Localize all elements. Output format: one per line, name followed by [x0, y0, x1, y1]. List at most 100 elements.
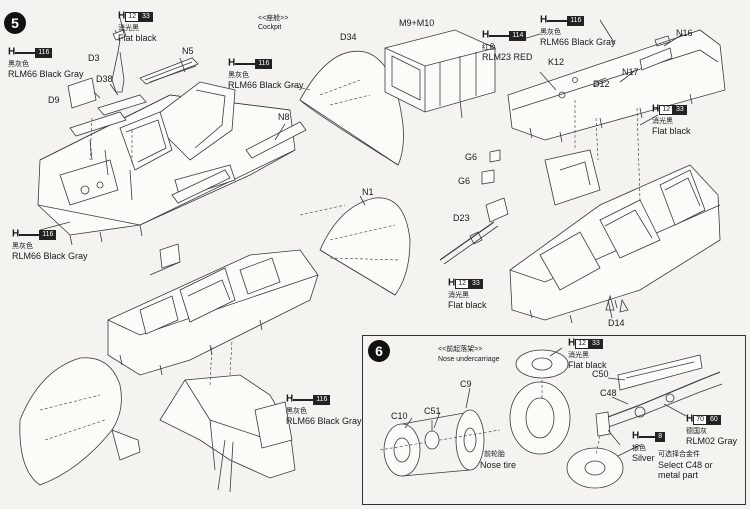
hobby-letter: H — [448, 277, 456, 289]
hobby-letter: H — [652, 103, 660, 115]
color-name-en: Flat black — [448, 299, 487, 310]
hobby-letter: H — [286, 393, 294, 405]
part-label-D9: D9 — [48, 95, 60, 105]
seat-assembly-lower — [159, 339, 296, 493]
part-C50-C48 — [595, 354, 723, 456]
color-name-en: RLM23 RED — [482, 51, 533, 62]
select-note-cn: 可选择合金件 — [658, 451, 700, 458]
nose-tire — [509, 349, 624, 489]
hobby-letter: H — [228, 57, 236, 69]
color-name-cn: 德国灰 — [686, 427, 707, 435]
part-label-D3: D3 — [88, 53, 100, 63]
part-label-N8: N8 — [278, 112, 290, 122]
color-name-cn: 红色 — [482, 43, 496, 51]
step-number-5: 5 — [4, 12, 26, 34]
nose-uc-heading-en: Nose undercarriage — [438, 356, 500, 363]
color-name-en: RLM66 Black Gray — [8, 68, 84, 79]
color-name-en: Flat black — [118, 32, 157, 43]
part-D34-canopy — [289, 50, 404, 166]
color-swatch: 12 — [659, 104, 674, 115]
color-name-en: RLM66 Black Gray — [228, 79, 304, 90]
part-label-C10: C10 — [391, 411, 408, 421]
part-C51 — [424, 420, 440, 450]
color-code: 33 — [589, 338, 603, 349]
step6-panel — [362, 335, 746, 505]
nose-tire-en: Nose tire — [480, 460, 517, 470]
wheel-C10 — [379, 409, 501, 477]
color-code: 116 — [567, 15, 585, 26]
color-name-en: Silver — [632, 452, 655, 463]
hobby-letter: H — [686, 413, 694, 425]
part-label-D12: D12 — [593, 79, 610, 89]
color-code: 33 — [673, 104, 687, 115]
color-swatch — [19, 233, 40, 236]
cockpit-heading-en: Cockpit — [258, 24, 282, 31]
nose-tire-cn: 前轮胎 — [484, 451, 505, 458]
part-label-D14: D14 — [608, 318, 625, 328]
color-swatch — [235, 62, 256, 65]
part-label-N16: N16 — [676, 28, 693, 38]
color-swatch: 70 — [693, 414, 708, 425]
part-M9-M10 — [384, 29, 496, 119]
part-label-N17: N17 — [622, 67, 639, 77]
part-label-K12: K12 — [548, 57, 565, 67]
part-label-D23: D23 — [453, 213, 470, 223]
color-code: 116 — [255, 58, 273, 69]
part-label-G6-bottom: G6 — [458, 176, 471, 186]
part-label-N1: N1 — [362, 187, 374, 197]
color-callout-rlm23-red: H 114 红色 RLM23 RED — [482, 30, 533, 62]
color-name-en: Flat black — [652, 125, 691, 136]
color-name-cn: 消光黑 — [118, 24, 139, 32]
color-swatch — [15, 51, 36, 54]
color-swatch — [489, 34, 510, 37]
part-label-G6-top: G6 — [465, 152, 478, 162]
fuselage-right-lower — [509, 149, 721, 324]
color-code: 8 — [655, 431, 666, 442]
color-name-cn: 黑灰色 — [286, 407, 307, 415]
color-swatch — [639, 435, 656, 438]
leader-lines-step6 — [404, 347, 687, 457]
hobby-letter: H — [540, 14, 548, 26]
part-label-D38: D38 — [96, 74, 113, 84]
color-code: 33 — [469, 278, 483, 289]
spinner-part — [19, 357, 141, 486]
color-name-en: RLM66 Black Gray — [540, 36, 616, 47]
cockpit-heading-cn: <<座舱>> — [258, 15, 289, 22]
color-name-en: Flat black — [568, 359, 607, 370]
nose-uc-heading-cn: <<前起落架>> — [438, 346, 483, 353]
step-number-6: 6 — [368, 340, 390, 362]
hobby-letter: H — [482, 29, 490, 41]
color-swatch — [547, 19, 568, 22]
color-code: 116 — [35, 47, 53, 58]
hobby-letter: H — [568, 337, 576, 349]
leader-lines-step5 — [39, 13, 286, 231]
hobby-letter: H — [118, 10, 126, 22]
part-N1-canopy — [299, 195, 411, 296]
color-swatch: 12 — [125, 11, 140, 22]
color-name-cn: 消光黑 — [448, 291, 469, 299]
hobby-letter: H — [12, 228, 20, 240]
color-name-en: RLM02 Gray — [686, 435, 738, 446]
color-code: 116 — [313, 394, 331, 405]
part-label-C9: C9 — [460, 379, 472, 389]
color-name-cn: 消光黑 — [652, 117, 673, 125]
color-code: 114 — [509, 30, 527, 41]
color-name-cn: 黑灰色 — [12, 242, 33, 250]
part-label-C51: C51 — [424, 406, 441, 416]
hobby-letter: H — [632, 430, 640, 442]
part-D3-D38 — [67, 29, 307, 204]
part-label-C48: C48 — [600, 388, 617, 398]
color-code: 116 — [39, 229, 57, 240]
color-swatch: 12 — [575, 338, 590, 349]
color-name-cn: 黑灰色 — [8, 60, 29, 68]
color-swatch: 12 — [455, 278, 470, 289]
part-label-D34: D34 — [340, 32, 357, 42]
